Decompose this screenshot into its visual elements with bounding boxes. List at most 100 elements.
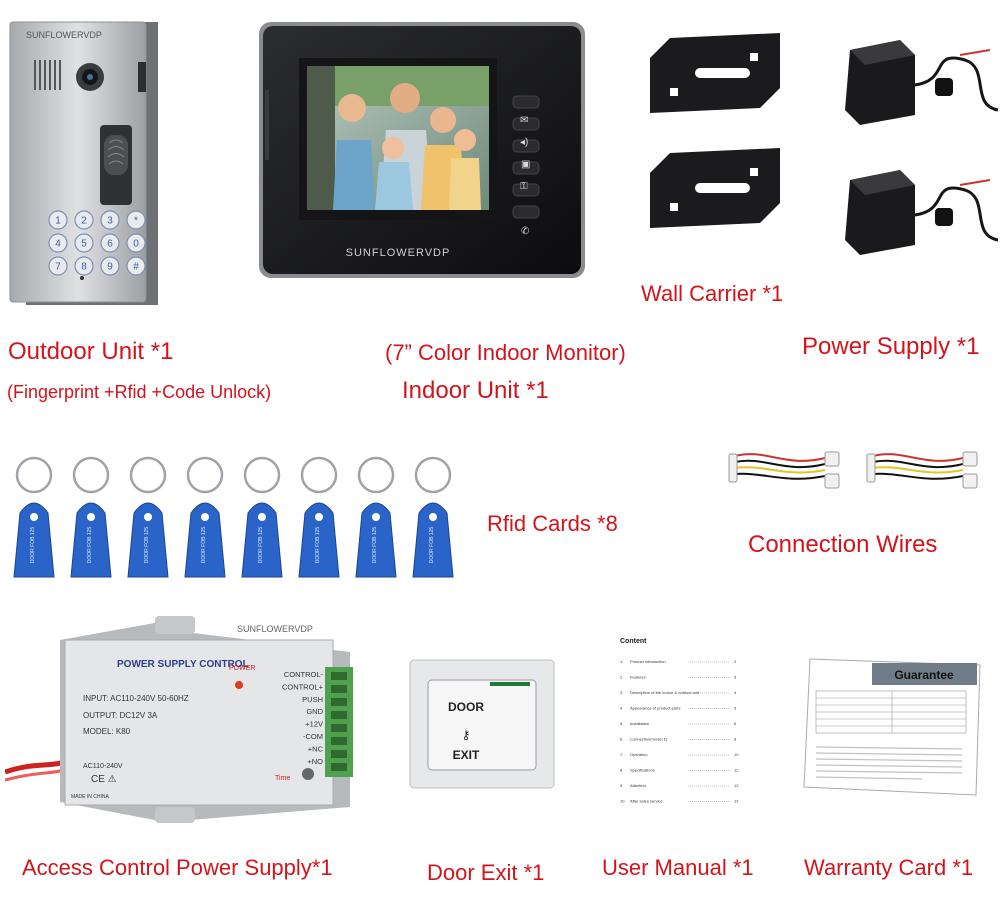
rfid-card-text: DOOR FOB 125	[315, 527, 321, 564]
toc-number: 7.	[620, 752, 623, 757]
wall-carrier-label: Wall Carrier *1	[641, 281, 784, 306]
toc-number: 10.	[620, 799, 626, 804]
rfid-card: DOOR FOB 125	[13, 456, 55, 578]
toc-item: Appearance of product parts	[630, 706, 680, 711]
manual-heading: Content	[620, 638, 647, 645]
rfid-cards-label: Rfid Cards *8	[487, 511, 618, 536]
manual-toc: 1. Product introduction 2 2. Features 3 3. Desc…	[620, 659, 739, 804]
keypad-key	[126, 210, 146, 230]
door-text: DOOR	[448, 700, 484, 714]
toc-item: Installation	[630, 721, 649, 726]
rfid-card-text: DOOR FOB 125	[87, 527, 93, 564]
power-led	[235, 681, 243, 689]
psu-made-in: MADE IN CHINA	[71, 794, 109, 800]
rfid-cards-image: DOOR FOB 125 DOOR FOB 125 DOOR FOB 125 DOOR…	[13, 456, 454, 578]
toc-item: After sales service	[630, 799, 663, 804]
toc-page: 3	[734, 675, 737, 680]
toc-item: Features	[630, 675, 646, 680]
toc-number: 2.	[620, 675, 623, 680]
user-manual-image: Content 1. Product introduction 2 2. Feature…	[608, 628, 748, 806]
connection-wires-image	[728, 451, 978, 489]
svg-text:CE ⚠: CE ⚠	[91, 774, 117, 785]
toc-number: 5.	[620, 721, 623, 726]
psu-brand-text: SUNFLOWERVDP	[237, 624, 313, 634]
connection-wires-label: Connection Wires	[748, 531, 938, 558]
toc-number: 8.	[620, 768, 623, 773]
toc-item: Specifications	[630, 768, 655, 773]
keypad-key-label: 3	[107, 216, 113, 227]
keypad-key	[100, 210, 120, 230]
psu-power-label: POWER	[229, 665, 255, 672]
keypad-key	[126, 233, 146, 253]
terminal-label: -COM	[303, 732, 323, 741]
keypad-key-label: 7	[55, 262, 61, 273]
svg-text:⚿: ⚿	[520, 181, 528, 192]
keypad-key-label: 8	[81, 262, 87, 273]
svg-text:✉: ✉	[520, 115, 528, 126]
keypad-key-label: 5	[81, 239, 87, 250]
outdoor-unit-sublabel: (Fingerprint +Rfid +Code Unlock)	[7, 382, 272, 402]
keypad-key-label: 4	[55, 239, 61, 250]
psu-input: INPUT: AC110-240V 50-60HZ	[83, 694, 189, 703]
rfid-card-text: DOOR FOB 125	[144, 527, 150, 564]
toc-page: 11	[734, 768, 739, 773]
keypad-key	[48, 233, 68, 253]
toc-item: Description of the indoor & outdoor unit	[630, 690, 700, 695]
keypad-key	[100, 256, 120, 276]
toc-item: Product introduction	[630, 659, 666, 664]
keypad-key	[126, 256, 146, 276]
indoor-unit-label: Indoor Unit *1	[402, 377, 549, 404]
key-icon: ⚷	[462, 728, 471, 742]
svg-text:▣: ▣	[521, 159, 530, 170]
warranty-title: Guarantee	[894, 668, 954, 682]
rfid-card: DOOR FOB 125	[298, 456, 340, 578]
keypad-key	[48, 210, 68, 230]
toc-number: 6.	[620, 737, 623, 742]
exit-text: EXIT	[453, 748, 480, 762]
rfid-card-text: DOOR FOB 125	[372, 527, 378, 564]
rfid-card: DOOR FOB 125	[70, 456, 112, 578]
rfid-card-text: DOOR FOB 125	[258, 527, 264, 564]
toc-item: Connection(model 1)	[630, 737, 668, 742]
psu-title: POWER SUPPLY CONTROL	[117, 659, 249, 670]
toc-number: 3.	[620, 690, 623, 695]
toc-number: 1.	[620, 659, 623, 664]
access-control-psu-image: SUNFLOWERVDP POWER SUPPLY CONTROL POWER …	[5, 616, 353, 823]
rfid-card-text: DOOR FOB 125	[429, 527, 435, 564]
terminal-label: +NC	[308, 744, 324, 753]
toc-page: 13	[734, 799, 739, 804]
terminal-label: CONTROL-	[284, 670, 324, 679]
toc-page: 10	[734, 752, 739, 757]
toc-number: 4.	[620, 706, 623, 711]
toc-page: 6	[734, 721, 737, 726]
rfid-card: DOOR FOB 125	[355, 456, 397, 578]
terminal-label: +NO	[307, 757, 323, 766]
keypad-key-label: *	[134, 216, 138, 227]
time-knob-icon	[302, 768, 314, 780]
power-adapter-image	[845, 40, 999, 255]
toc-item: Operation	[630, 752, 648, 757]
keypad-key	[100, 233, 120, 253]
toc-page: 5	[734, 706, 737, 711]
rfid-card: DOOR FOB 125	[127, 456, 169, 578]
access-control-psu-label: Access Control Power Supply*1	[22, 855, 333, 880]
psu-output: OUTPUT: DC12V 3A	[83, 711, 158, 720]
door-exit-button-image: DOOR ⚷ EXIT	[409, 659, 555, 789]
keypad-key-label: 2	[81, 216, 87, 227]
toc-page: 2	[734, 659, 737, 664]
monitor-brand-text: SUNFLOWERVDP	[346, 247, 451, 259]
toc-item: Attention	[630, 783, 646, 788]
rfid-card: DOOR FOB 125	[241, 456, 283, 578]
rfid-card-text: DOOR FOB 125	[30, 527, 36, 564]
door-exit-label: Door Exit *1	[427, 860, 545, 885]
keypad-key-label: 6	[107, 239, 113, 250]
keypad-key-label: 1	[55, 216, 61, 227]
keypad-key	[74, 233, 94, 253]
keypad-key-label: #	[133, 262, 139, 273]
rfid-card: DOOR FOB 125	[412, 456, 454, 578]
terminal-label: GND	[306, 707, 323, 716]
toc-page: 8	[734, 737, 737, 742]
